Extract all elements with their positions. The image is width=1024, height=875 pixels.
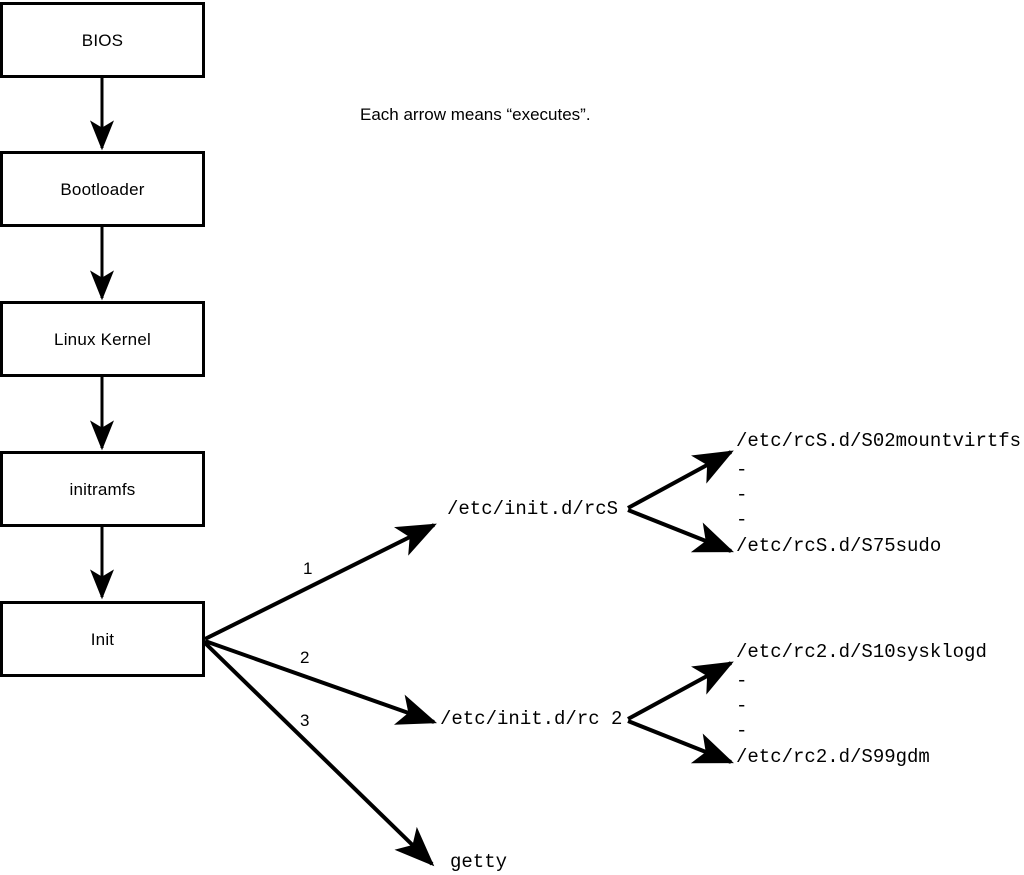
stage-box-bios[interactable]: BIOS xyxy=(0,2,205,78)
connector-rc2-to-first-script xyxy=(627,661,734,721)
stage-box-linux-kernel[interactable]: Linux Kernel xyxy=(0,301,205,377)
stage-label-bios: BIOS xyxy=(81,30,124,50)
rcs-ellipsis-dash-2: - xyxy=(736,484,748,506)
branch-number-2: 2 xyxy=(300,648,310,667)
legend-note: Each arrow means “executes”. xyxy=(360,105,591,124)
branch-number-1: 1 xyxy=(303,559,313,578)
rcs-script-last[interactable]: /etc/rcS.d/S75sudo xyxy=(736,535,942,557)
stage-label-init: Init xyxy=(90,629,115,649)
rc2-ellipsis-dash-2: - xyxy=(736,695,748,717)
connector-rc2-to-last-script xyxy=(627,719,734,764)
connector-rcs-to-first-script xyxy=(627,450,734,510)
rc2-script-last[interactable]: /etc/rc2.d/S99gdm xyxy=(736,746,930,768)
branch-target-rcs[interactable]: /etc/init.d/rcS xyxy=(447,498,619,520)
rc2-script-first[interactable]: /etc/rc2.d/S10sysklogd xyxy=(736,641,987,663)
branch-target-rc2[interactable]: /etc/init.d/rc 2 xyxy=(440,708,623,730)
branch-number-3: 3 xyxy=(300,711,310,730)
stage-label-bootloader: Bootloader xyxy=(60,179,145,199)
rc2-ellipsis-dash-1: - xyxy=(736,670,748,692)
stage-label-initramfs: initramfs xyxy=(69,479,136,499)
connector-rcs-to-last-script xyxy=(627,508,734,553)
connector-init-to-rc2 xyxy=(204,639,438,725)
connector-init-to-getty xyxy=(203,641,435,867)
stage-box-initramfs[interactable]: initramfs xyxy=(0,451,205,527)
stage-label-linux-kernel: Linux Kernel xyxy=(54,329,151,349)
connector-init-to-rcs xyxy=(204,523,437,641)
stage-box-bootloader[interactable]: Bootloader xyxy=(0,151,205,227)
stage-box-init[interactable]: Init xyxy=(0,601,205,677)
rcs-ellipsis-dash-3: - xyxy=(736,509,748,531)
rc2-ellipsis-dash-3: - xyxy=(736,720,748,742)
branch-target-getty[interactable]: getty xyxy=(450,851,508,873)
rcs-ellipsis-dash-1: - xyxy=(736,459,748,481)
rcs-script-first[interactable]: /etc/rcS.d/S02mountvirtfs xyxy=(736,430,1022,452)
